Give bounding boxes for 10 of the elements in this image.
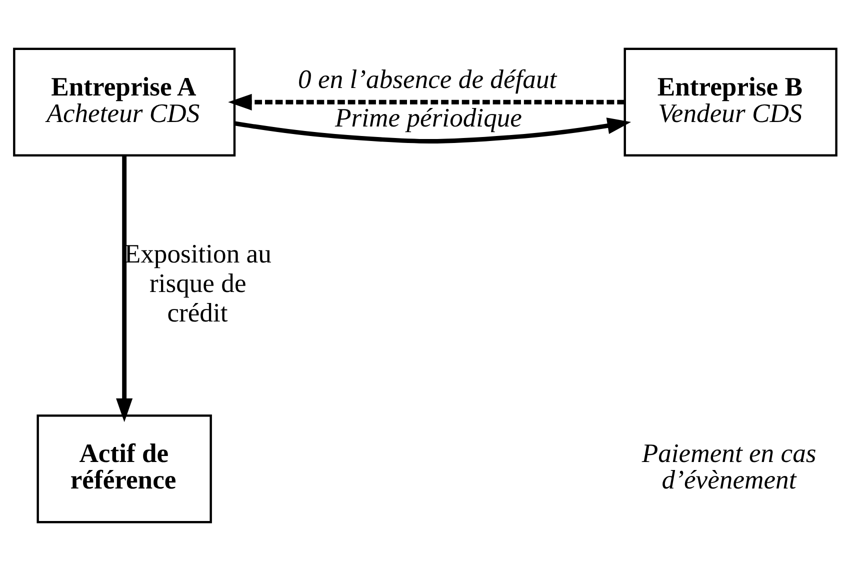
arrow xyxy=(234,117,632,143)
edge-label: Exposition au risque de crédit xyxy=(124,238,272,328)
node-box: Entreprise B Vendeur CDS xyxy=(624,47,838,156)
edge-label: 0 en l’absence de défaut xyxy=(298,63,557,94)
label: Paiement en cas d’évènement xyxy=(642,438,816,494)
node-box: Actif de référence xyxy=(36,414,212,523)
arrow xyxy=(116,155,133,422)
edge-label: Prime périodique xyxy=(335,102,522,132)
node-box: Entreprise A Acheteur CDS xyxy=(13,47,236,156)
arrow xyxy=(228,93,624,110)
